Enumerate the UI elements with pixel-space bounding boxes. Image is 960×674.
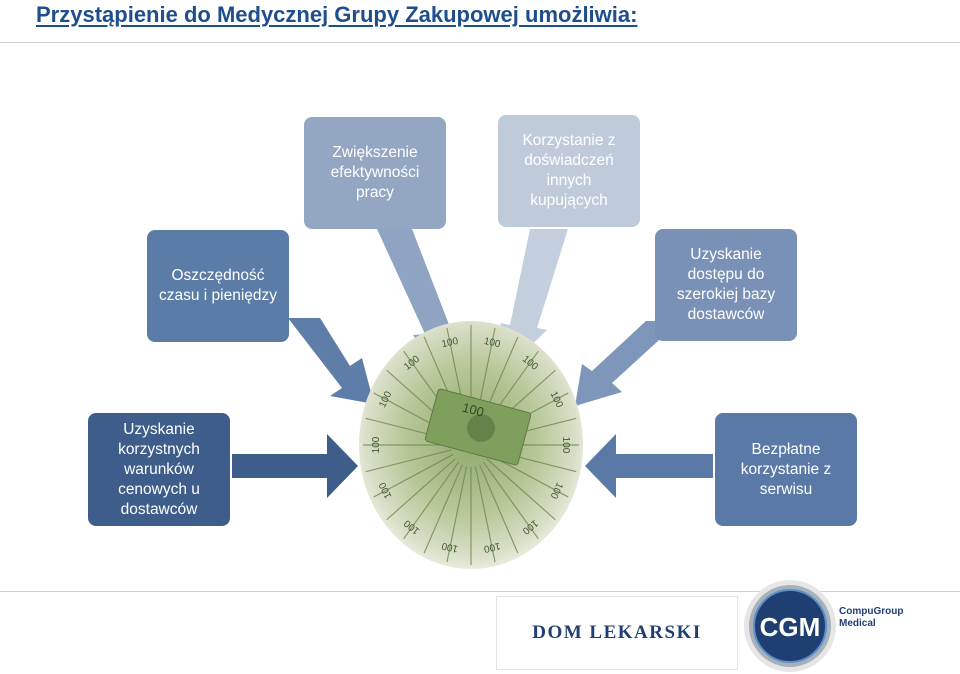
benefit-box-warunki: Uzyskanie korzystnych warunków cenowych … — [88, 413, 230, 526]
arrow-from-dostawcy — [575, 321, 680, 406]
page-title: Przystąpienie do Medycznej Grupy Zakupow… — [36, 2, 638, 27]
banknote-denomination: 100 — [371, 436, 382, 453]
dom-lekarski-logo: DOM LEKARSKI — [496, 596, 738, 670]
banknote-edge — [474, 466, 496, 563]
benefit-label: Bezpłatne korzystanie z serwisu — [740, 440, 832, 498]
banknote-edge — [479, 464, 519, 554]
banknote-denomination: 100 — [461, 400, 486, 420]
footer-divider — [0, 591, 960, 592]
banknote-edge — [486, 458, 556, 521]
benefit-label: Oszczędność czasu i pieniędzy — [158, 267, 278, 304]
benefit-box-doswiadczenia: Korzystanie z doświadczeń innych kupując… — [498, 115, 640, 227]
arrow-from-doswiadczenia — [500, 229, 568, 360]
banknote-edge — [403, 461, 460, 540]
banknote-denomination: 100 — [482, 540, 501, 555]
benefit-label: Korzystanie z doświadczeń innych kupując… — [522, 132, 616, 209]
title-divider — [0, 42, 960, 43]
banknote-edge — [423, 464, 463, 554]
banknote-edge — [373, 454, 454, 498]
benefit-label: Uzyskanie dostępu do szerokiej bazy dost… — [676, 246, 776, 323]
benefit-label: Uzyskanie korzystnych warunków cenowych … — [118, 420, 200, 518]
cgm-logo-short: CGM — [760, 612, 821, 642]
arrow-from-serwis — [585, 434, 713, 498]
banknote-denomination: 100 — [441, 336, 460, 351]
banknote-denomination: 100 — [440, 540, 459, 555]
cgm-logo-icon: CGM — [744, 580, 836, 672]
banknote-denomination: 100 — [560, 437, 571, 454]
cgm-logo-name: CompuGroup Medical — [839, 606, 904, 629]
arrow-from-oszczednosc — [288, 318, 374, 404]
banknote-edge — [365, 449, 452, 473]
benefit-box-efektywnosc: Zwiększenie efektywności pracy — [304, 117, 446, 229]
banknote-edge — [482, 461, 539, 540]
benefit-box-dostawcy: Uzyskanie dostępu do szerokiej bazy dost… — [655, 229, 797, 341]
benefit-box-oszczednosc: Oszczędność czasu i pieniędzy — [147, 230, 289, 342]
banknote-denomination: 100 — [483, 336, 502, 351]
banknote-edge — [386, 458, 456, 521]
dom-lekarski-logo-text: DOM LEKARSKI — [532, 622, 702, 643]
benefit-box-serwis: Bezpłatne korzystanie z serwisu — [715, 413, 857, 526]
banknote-edge — [446, 466, 468, 563]
benefit-label: Zwiększenie efektywności pracy — [330, 144, 420, 201]
arrow-from-warunki — [232, 434, 358, 498]
